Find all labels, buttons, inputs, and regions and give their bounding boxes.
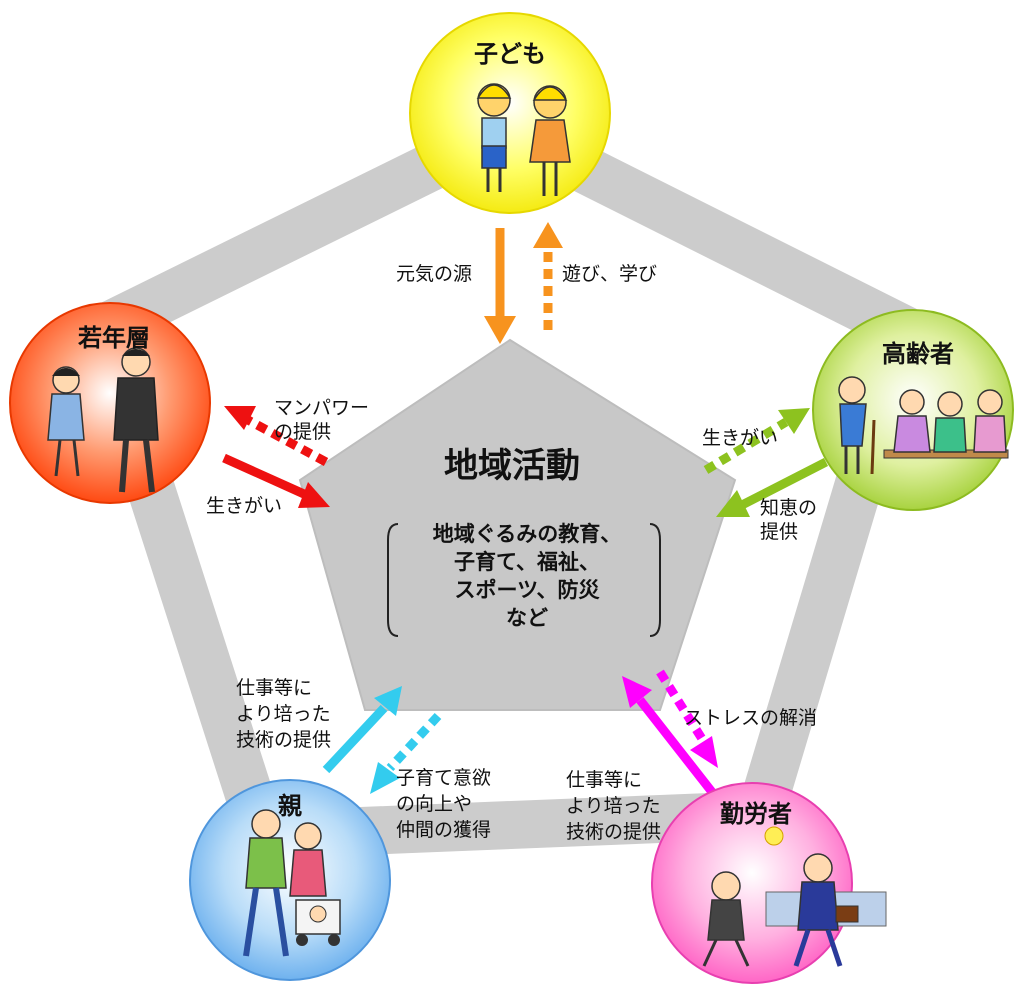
center-body: 地域ぐるみの教育、 子育て、福祉、 スポーツ、防災 など xyxy=(392,520,662,632)
center-pentagon xyxy=(298,338,737,711)
youth-illustration xyxy=(47,347,159,493)
label-youth-out: 生きがい xyxy=(206,495,283,517)
label-parents-in-1: 子育て意欲 xyxy=(396,767,492,789)
node-title-elderly: 高齢者 xyxy=(882,340,954,368)
arrow-workers-out xyxy=(622,676,716,795)
label-parents-in-3: 仲間の獲得 xyxy=(396,819,492,841)
node-title-children: 子ども xyxy=(474,40,546,68)
label-elderly-in: 生きがい xyxy=(702,427,779,449)
node-elderly xyxy=(812,309,1014,511)
label-parents-in-2: の向上や xyxy=(396,793,473,815)
arrow-youth-in xyxy=(224,406,329,466)
outer-ring xyxy=(76,106,929,859)
arrow-workers-in xyxy=(656,669,718,768)
arrow-children-in xyxy=(533,222,563,330)
arrow-elderly-in xyxy=(703,408,810,474)
center-line: など xyxy=(506,606,548,630)
label-youth-in-1: マンパワー xyxy=(274,397,370,419)
children-illustration xyxy=(476,83,571,196)
arrow-youth-out xyxy=(222,453,330,508)
label-workers-in: ストレスの解消 xyxy=(684,707,818,729)
label-workers-out-2: より培った xyxy=(566,795,661,817)
center-line: スポーツ、防災 xyxy=(454,578,600,602)
node-workers xyxy=(651,782,887,984)
arrow-elderly-out xyxy=(716,457,829,517)
elderly-illustration xyxy=(838,376,1009,475)
arrow-children-out xyxy=(484,228,516,344)
node-title-youth: 若年層 xyxy=(78,324,150,352)
node-title-parents: 親 xyxy=(278,792,302,820)
label-children-in: 遊び、学び xyxy=(562,263,658,285)
bracket-right xyxy=(649,523,661,637)
label-parents-out-2: より培った xyxy=(236,703,331,725)
label-elderly-out-1: 知恵の xyxy=(760,497,818,519)
node-parents xyxy=(189,779,391,981)
node-title-workers: 勤労者 xyxy=(720,800,792,828)
label-workers-out-3: 技術の提供 xyxy=(566,821,662,843)
label-parents-out-1: 仕事等に xyxy=(236,677,313,699)
label-workers-out-1: 仕事等に xyxy=(566,769,643,791)
center-title: 地域活動 xyxy=(444,446,580,486)
arrow-parents-in xyxy=(370,712,442,794)
workers-illustration xyxy=(702,826,887,967)
label-elderly-out-2: 提供 xyxy=(760,521,799,543)
label-parents-out-3: 技術の提供 xyxy=(236,729,332,751)
label-children-out: 元気の源 xyxy=(396,263,473,285)
arrow-parents-out xyxy=(322,686,402,774)
label-youth-in-2: の提供 xyxy=(274,421,332,443)
parents-illustration xyxy=(243,809,341,957)
node-youth xyxy=(9,302,211,504)
center-line: 子育て、福祉、 xyxy=(454,550,600,574)
node-children xyxy=(409,12,611,214)
center-line: 地域ぐるみの教育、 xyxy=(432,522,622,546)
bracket-left xyxy=(387,523,399,637)
